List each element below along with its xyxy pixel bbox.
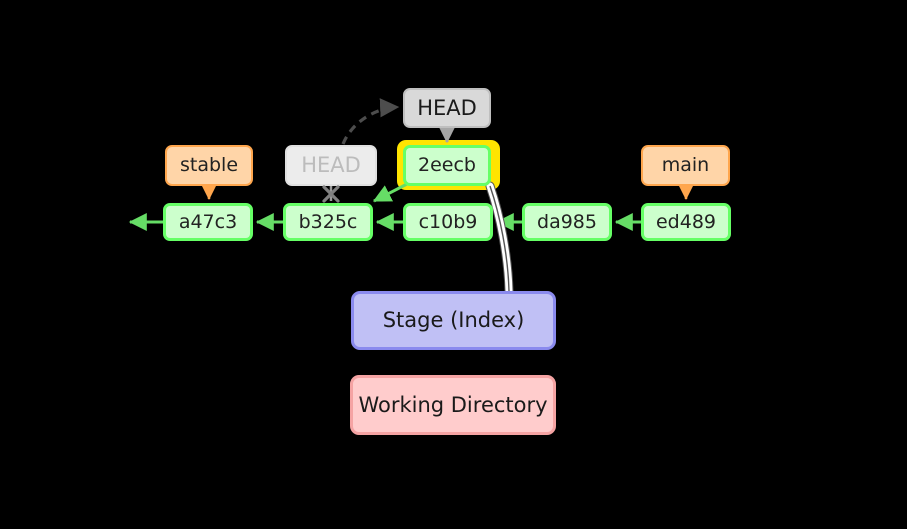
head-pointer-current[interactable]: HEAD <box>403 88 491 128</box>
commit-node-a47c3[interactable]: a47c3 <box>163 203 253 241</box>
cross-mark-icon <box>322 185 340 203</box>
edge-head-old-to-head-new <box>341 98 400 145</box>
commit-node-da985[interactable]: da985 <box>522 203 612 241</box>
commit-node-2eecb[interactable]: 2eecb <box>403 145 491 186</box>
commit-node-b325c[interactable]: b325c <box>283 203 373 241</box>
branch-label-stable[interactable]: stable <box>165 145 253 186</box>
working-directory-box[interactable]: Working Directory <box>350 375 556 435</box>
commit-node-ed489[interactable]: ed489 <box>641 203 731 241</box>
branch-label-main[interactable]: main <box>641 145 730 186</box>
stage-index-box[interactable]: Stage (Index) <box>351 291 556 350</box>
commit-node-c10b9[interactable]: c10b9 <box>403 203 493 241</box>
edge-stage-to-2eecb <box>485 181 514 296</box>
head-pointer-previous[interactable]: HEAD <box>285 145 377 186</box>
